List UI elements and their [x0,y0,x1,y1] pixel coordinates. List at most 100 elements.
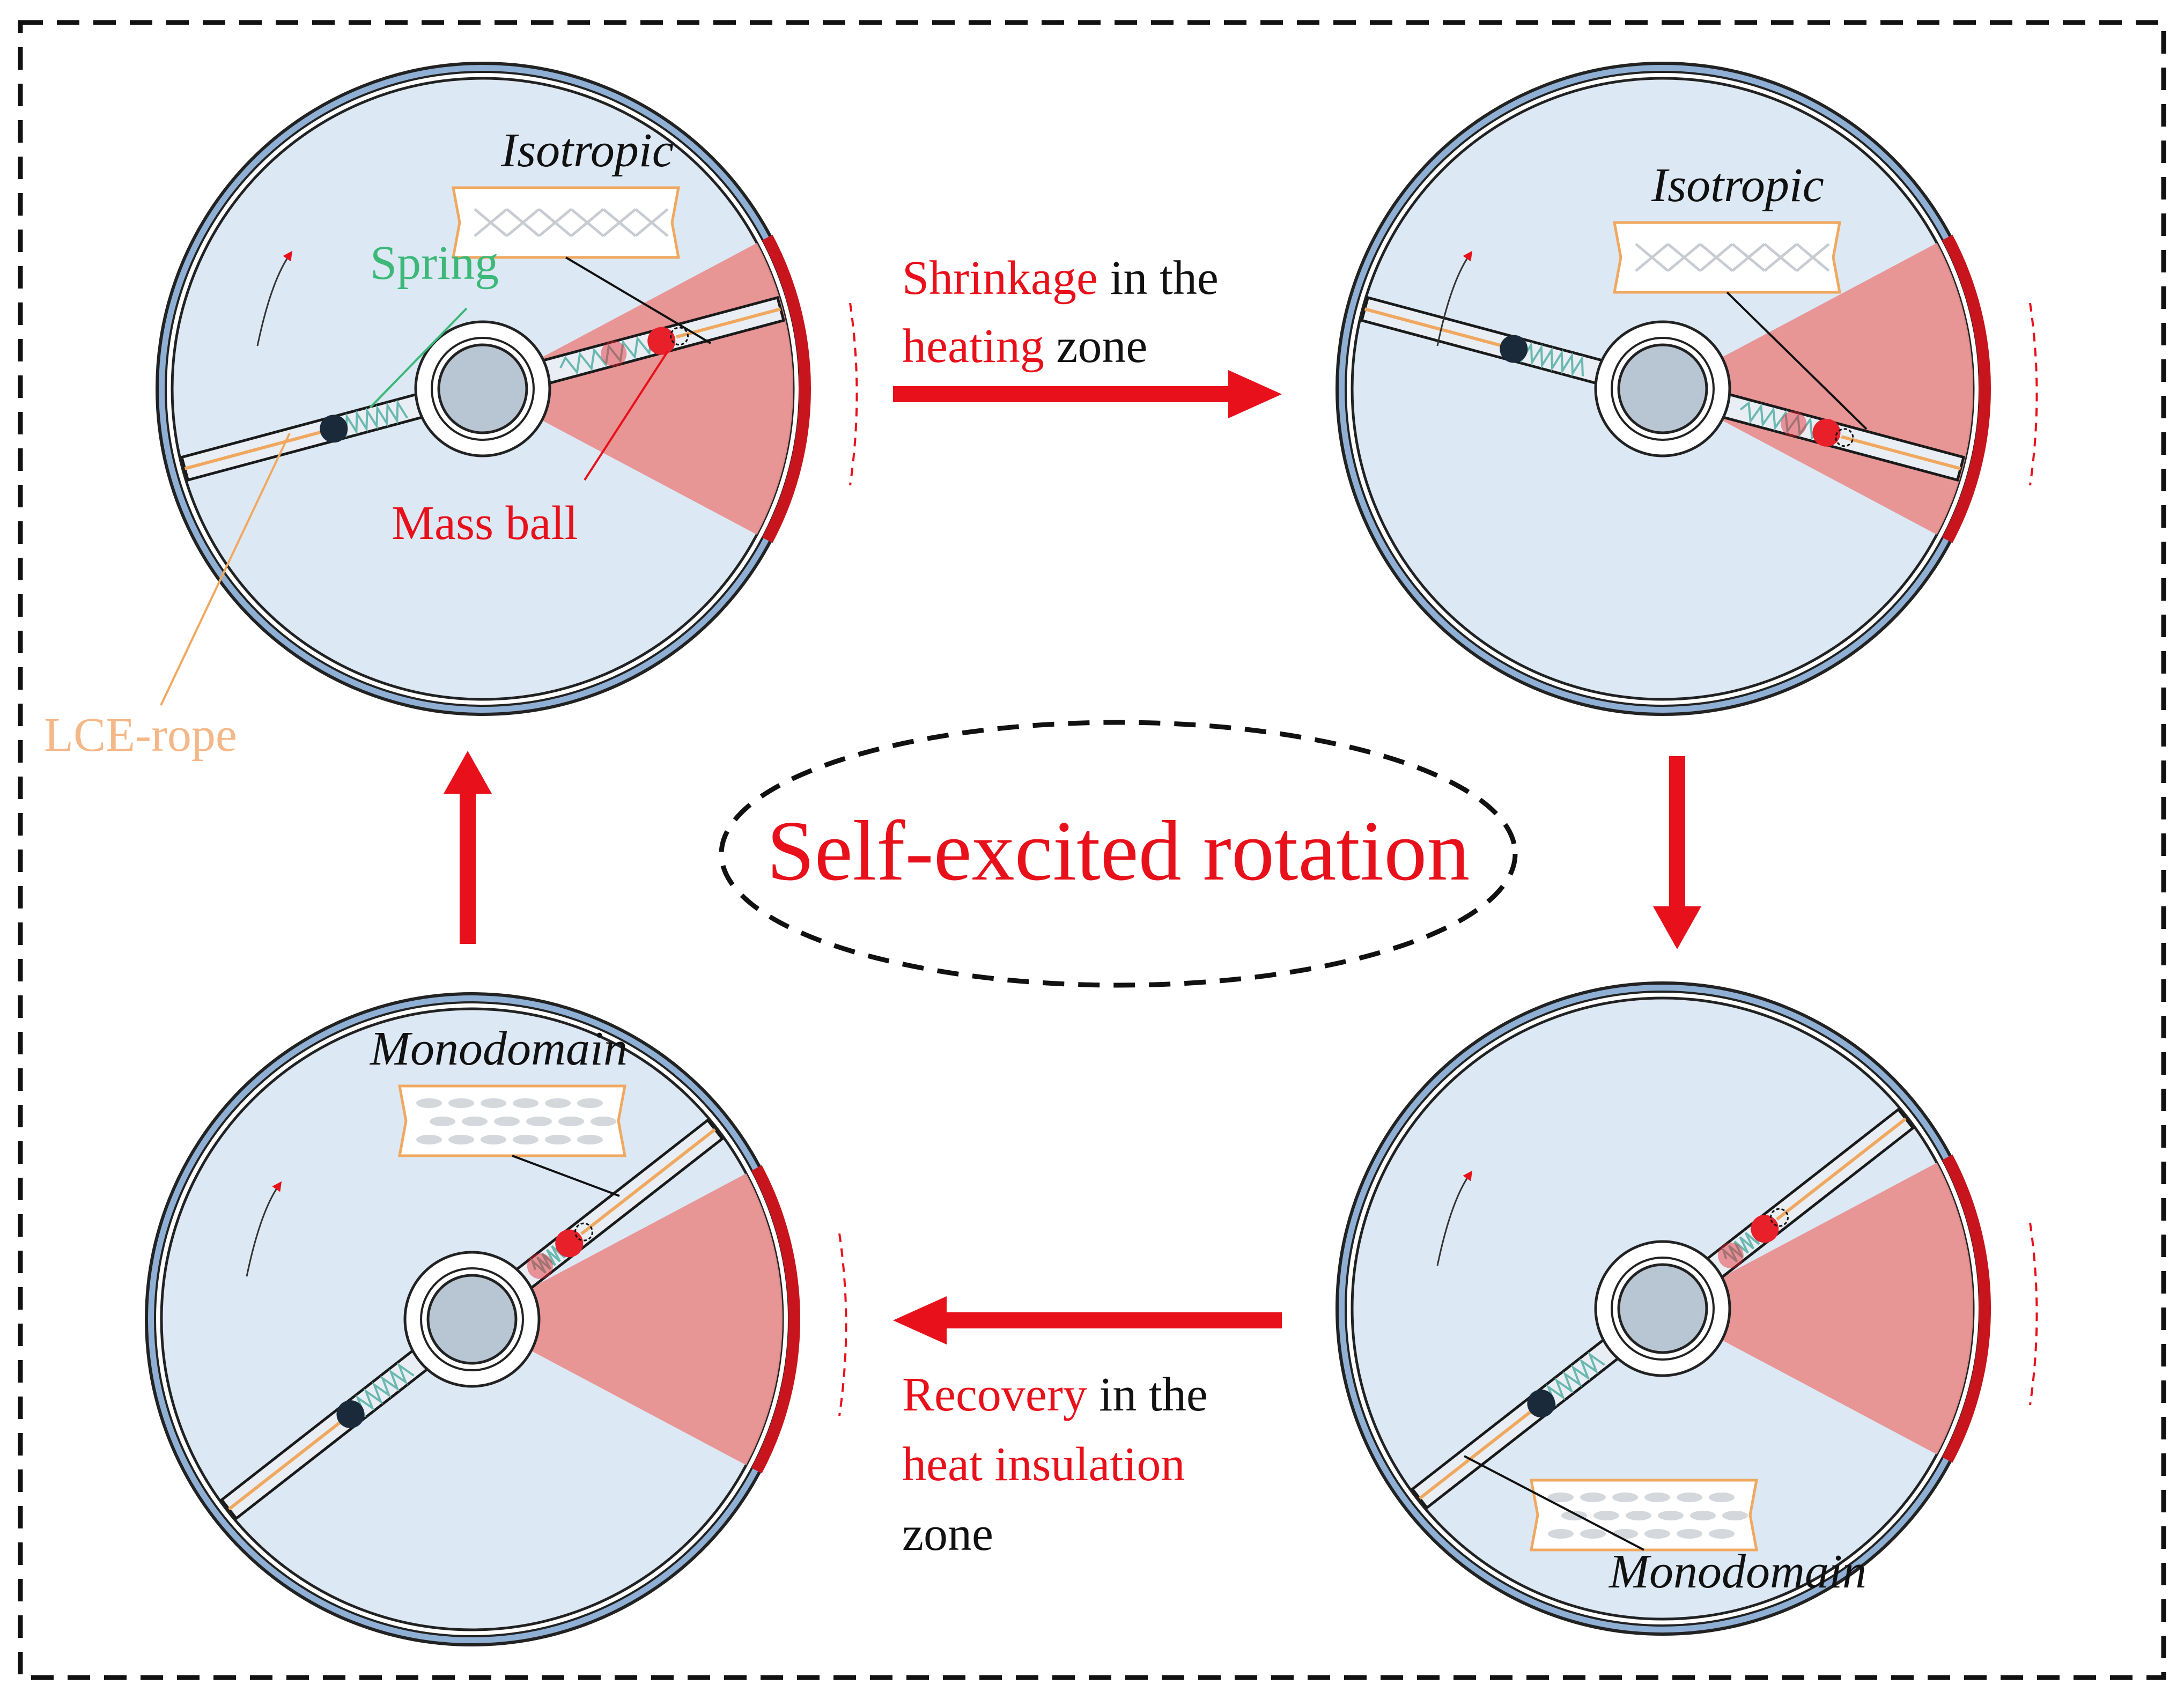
heating-zone-wedge [472,1173,783,1465]
transition-bottom-rest1: in the [1087,1368,1208,1421]
rotation-hint [1436,1170,1473,1266]
mesogen-aligned [1580,1529,1606,1539]
transition-bottom-highlight1: Recovery [902,1368,1087,1421]
phase-label-bottom-right: Monodomain [1608,1545,1866,1598]
rotation-hint [256,250,293,346]
callout-spring-leader [369,307,468,409]
lce-rope-right [580,1128,716,1236]
heating-rim-arc [762,234,811,543]
phase-label-top-left: Isotropic [500,124,674,177]
hub-core [426,1274,518,1365]
mesogen-aligned [545,1098,571,1108]
hub-core [1617,1263,1708,1354]
mesogen-aligned [448,1135,474,1144]
mesogen-aligned [591,1117,616,1126]
mesogen-aligned [462,1117,488,1126]
mesogen-aligned [526,1117,552,1126]
mesogen-aligned [1709,1529,1735,1539]
arrow-top [893,370,1282,418]
mesogen-aligned [1644,1493,1670,1502]
callout-lce-rope-label: LCE-rope [44,708,237,762]
mesogen-aligned [545,1135,571,1144]
mesogen-aligned [430,1117,455,1126]
mesogen-aligned [577,1135,603,1144]
phase-leader [1464,1455,1644,1551]
center-label: Self-excited rotation [767,803,1470,898]
mesogen-aligned [1677,1529,1702,1539]
probe-marker [670,327,689,346]
rotation-direction-dashed [849,302,858,486]
mesogen-random [1635,243,1830,272]
microstructure-box [1612,221,1842,294]
transition-bottom-line2: heat insulation [902,1438,1185,1491]
mesogen-aligned [1612,1529,1638,1539]
mass-ball [1812,418,1841,447]
mesogen-aligned [1612,1493,1638,1502]
mesogen-aligned [577,1098,603,1108]
callout-lce-rope-leader [160,433,291,706]
panel-bottom-left: Monodomain [145,992,847,1646]
mesogen-aligned [513,1135,538,1144]
phase-leader [565,256,712,344]
hub-core [437,343,528,434]
mesogen-aligned [416,1098,442,1108]
transition-top-rest2: zone [1044,320,1147,373]
mesogen-aligned [513,1098,538,1108]
rotation-hint [1436,250,1473,346]
heating-rim-arc [1942,1154,1991,1463]
mass-ball-ghost [1781,411,1807,437]
transition-top-line1: Shrinkage in the [902,252,1219,305]
heating-zone-wedge [1663,1163,1973,1454]
mesogen-aligned [558,1117,584,1126]
mesogen-aligned [416,1135,442,1144]
transition-top-line2: heating zone [902,320,1147,373]
rotation-direction-dashed [2029,1222,2038,1406]
mesogen-random [474,208,669,237]
mesogen-aligned [1626,1511,1651,1520]
arrow-right [1653,756,1701,949]
callout-mass-ball-label: Mass ball [392,497,578,550]
mass-ball [647,327,676,355]
mesogen-aligned [1709,1493,1735,1502]
rotation-hint [246,1181,282,1277]
mesogen-aligned [1548,1529,1574,1539]
mesogen-aligned [1580,1493,1606,1502]
heating-rim-arc [751,1165,800,1474]
phase-label-top-right: Isotropic [1651,159,1824,212]
phase-leader [512,1155,620,1197]
rotation-direction-dashed [2029,302,2038,486]
probe-marker [1769,1208,1789,1227]
counter-ball [1500,335,1528,363]
mesogen-aligned [1677,1493,1702,1502]
mesogen-aligned [1690,1511,1716,1520]
spring-right [559,332,665,375]
panel-bottom-right: Monodomain [1336,981,2038,1636]
mass-ball-ghost [601,341,627,367]
lce-rope-right [1776,1117,1907,1221]
hub-core [1617,343,1708,434]
panel-top-right: Isotropic [1336,62,2038,716]
mass-ball-ghost [1717,1242,1744,1268]
counter-ball [1527,1390,1555,1418]
microstructure-box [451,186,681,259]
counter-ball [320,415,348,443]
probe-marker [574,1222,593,1242]
transition-top-highlight1: Shrinkage [902,252,1098,305]
heating-rim-arc [1942,234,1991,543]
mesogen-aligned [481,1098,506,1108]
lce-rope-left [228,1413,352,1511]
lce-rope-right [1841,435,1961,470]
arrow-left [444,751,492,944]
mesogen-aligned [1548,1493,1574,1502]
transition-bottom-line1: Recovery in the [902,1368,1208,1421]
lce-rope-left [1364,307,1515,351]
lce-rope-left [1419,1402,1543,1500]
mesogen-aligned [494,1117,520,1126]
transition-bottom-line3: zone [902,1508,993,1561]
counter-ball [336,1400,365,1429]
callout-spring-label: Spring [370,237,499,290]
callout-mass-ball-leader [584,350,669,481]
rotation-direction-dashed [838,1233,847,1416]
